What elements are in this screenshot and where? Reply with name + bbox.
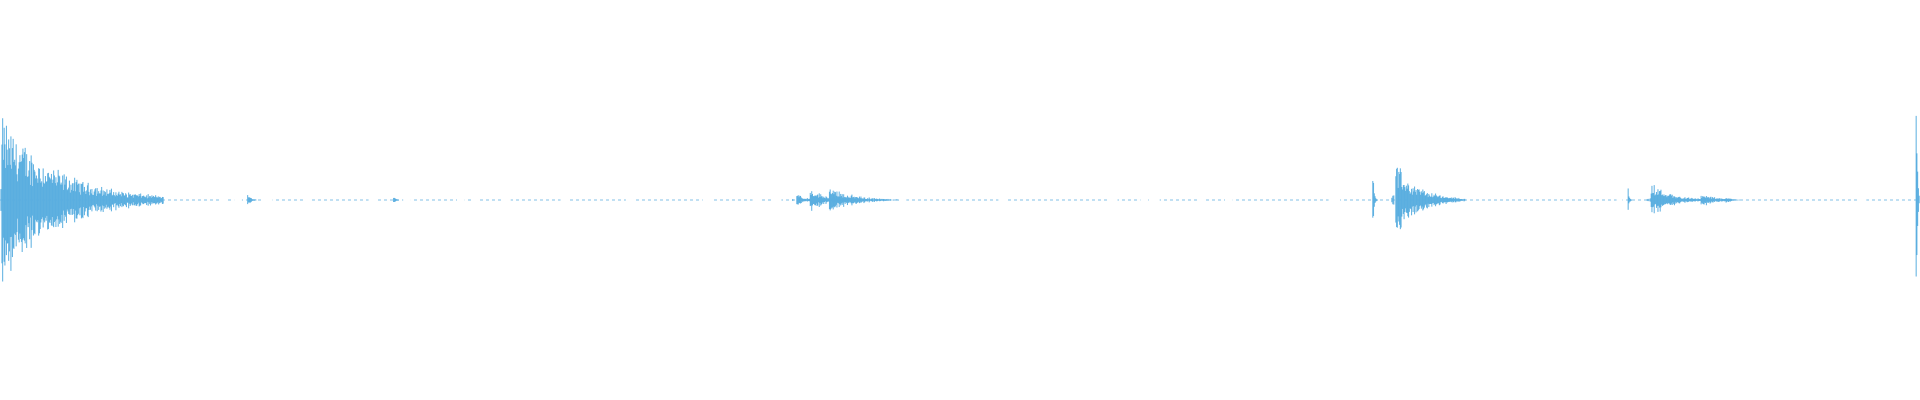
baseline-gap [898, 198, 907, 202]
baseline-gap [234, 198, 242, 202]
baseline-gap [1616, 198, 1623, 202]
baseline-gap [220, 198, 227, 202]
baseline-gap [625, 198, 634, 202]
baseline-gap [503, 198, 511, 202]
baseline-gap [1328, 198, 1341, 202]
baseline-gap [1140, 198, 1149, 202]
baseline-gap [702, 198, 713, 202]
baseline-gap [998, 198, 1007, 202]
baseline-gap [368, 198, 377, 202]
baseline-gap [303, 198, 312, 202]
baseline-gap [1152, 198, 1160, 202]
baseline-gap [403, 198, 411, 202]
waveform-samples [0, 115, 1920, 282]
baseline-gap [560, 198, 569, 202]
baseline-gap [1109, 198, 1118, 202]
baseline-gap [771, 198, 782, 202]
baseline-gap [1225, 198, 1233, 202]
baseline-gap [472, 198, 479, 202]
baseline-gap [1198, 198, 1206, 202]
baseline-gap [263, 198, 273, 202]
baseline-gap [1858, 198, 1867, 202]
baseline-gap [752, 198, 761, 202]
baseline-gap [457, 198, 465, 202]
